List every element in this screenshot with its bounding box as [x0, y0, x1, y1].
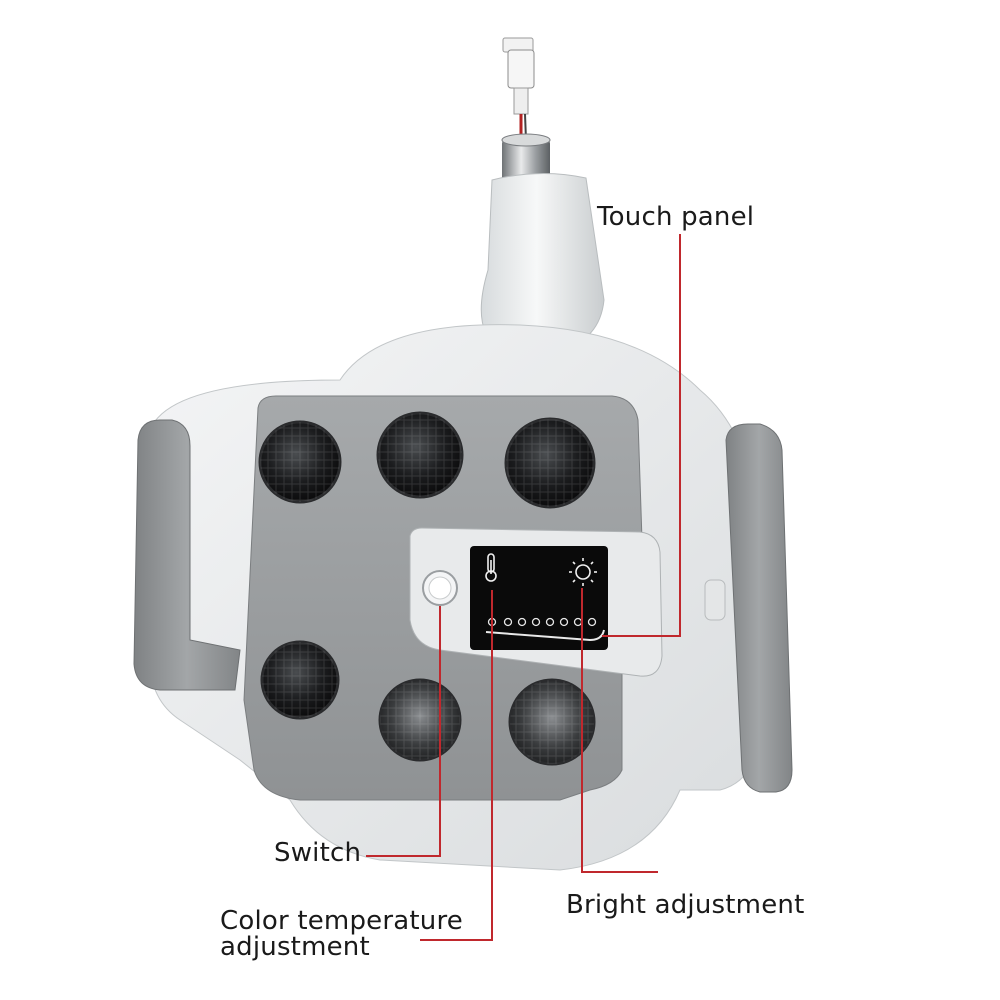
sun-icon[interactable] [569, 558, 597, 586]
leader-color-temperature [420, 590, 493, 941]
right-handle [725, 423, 793, 793]
touch-panel-label: Touch panel [597, 202, 755, 232]
leader-switch [366, 606, 441, 857]
leader-lines [366, 234, 681, 941]
right-handle-cap [704, 579, 726, 621]
color-temperature-label-line2: adjustment [220, 932, 370, 962]
switch-button[interactable] [422, 570, 458, 606]
switch-label: Switch [274, 838, 362, 868]
cable-connector [502, 37, 535, 141]
slider-track[interactable] [485, 629, 605, 642]
thermometer-icon[interactable] [485, 553, 497, 582]
left-handle [133, 419, 241, 691]
color-temperature-label-line1: Color temperature [220, 906, 463, 936]
bright-adjustment-label: Bright adjustment [566, 890, 805, 920]
leader-bright-adjustment [581, 588, 658, 873]
mounting-arm [480, 173, 605, 351]
leader-touch-panel [602, 234, 681, 637]
